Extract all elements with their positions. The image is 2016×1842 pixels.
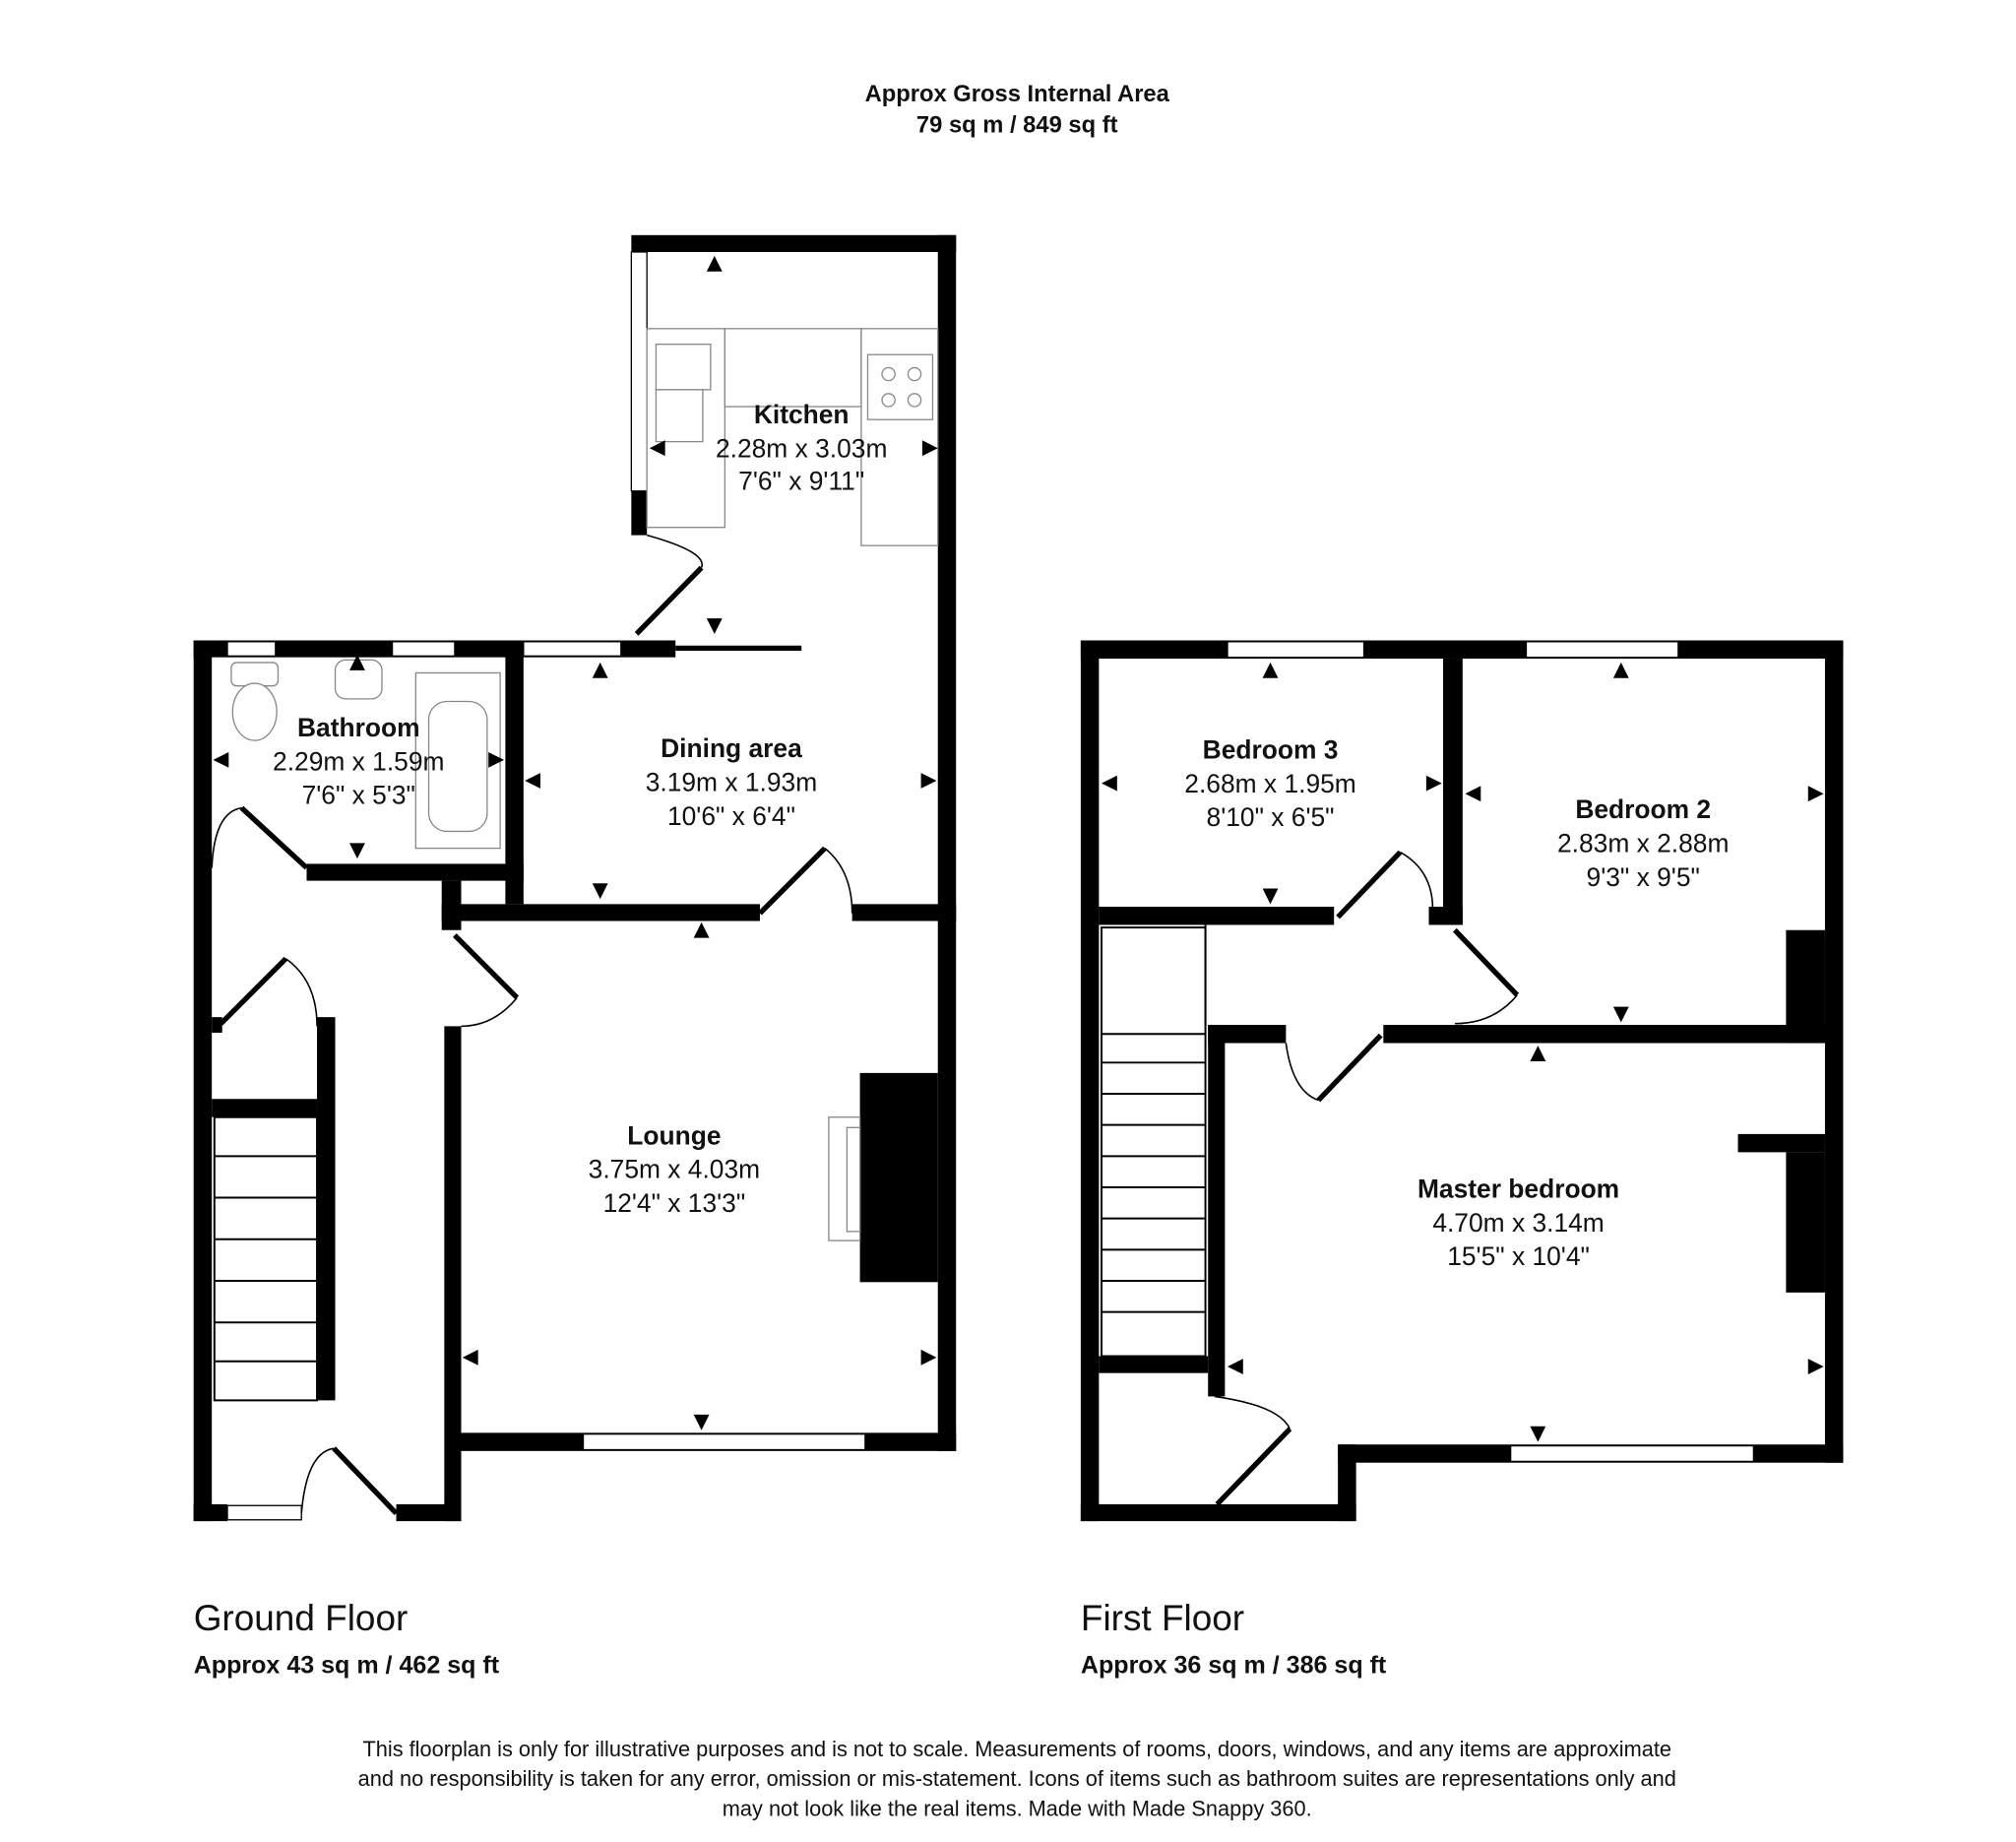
- room-name: Dining area: [661, 733, 802, 763]
- room-dining-area: Dining area 3.19m x 1.93m 10'6" x 6'4": [646, 733, 817, 831]
- disclaimer-line: This floorplan is only for illustrative …: [362, 1737, 1671, 1761]
- room-metric: 2.83m x 2.88m: [1557, 829, 1729, 858]
- room-name: Bedroom 3: [1203, 735, 1339, 765]
- dimension-arrow-icon: [1262, 888, 1279, 905]
- ground-floor-area: Approx 43 sq m / 462 sq ft: [194, 1651, 500, 1679]
- room-name: Bathroom: [297, 713, 420, 742]
- dimension-arrow-icon: [1612, 662, 1629, 678]
- dimension-arrow-icon: [592, 883, 608, 900]
- dimension-arrow-icon: [706, 618, 723, 634]
- room-metric: 4.70m x 3.14m: [1432, 1208, 1604, 1238]
- room-imperial: 7'6" x 9'11": [738, 466, 864, 495]
- room-imperial: 15'5" x 10'4": [1447, 1241, 1590, 1271]
- header-area: 79 sq m / 849 sq ft: [916, 112, 1118, 139]
- dimension-arrow-icon: [1262, 662, 1279, 678]
- room-metric: 2.29m x 1.59m: [273, 746, 444, 776]
- first-floor-area: Approx 36 sq m / 386 sq ft: [1081, 1651, 1387, 1679]
- header-title: Approx Gross Internal Area: [865, 81, 1170, 107]
- room-metric: 3.75m x 4.03m: [589, 1155, 760, 1184]
- dimension-arrow-icon: [1530, 1046, 1546, 1062]
- dimension-arrow-icon: [592, 662, 608, 678]
- room-imperial: 12'4" x 13'3": [603, 1188, 746, 1218]
- dimension-arrow-icon: [920, 1349, 937, 1366]
- room-name: Master bedroom: [1418, 1175, 1619, 1204]
- room-name: Lounge: [627, 1120, 721, 1150]
- ground-floor-title: Ground Floor: [194, 1598, 409, 1638]
- room-imperial: 8'10" x 6'5": [1207, 802, 1335, 832]
- dimension-arrow-icon: [920, 773, 937, 789]
- ground-floor-plan: [193, 234, 957, 1522]
- dimension-arrow-icon: [1530, 1426, 1546, 1442]
- first-floor-plan: [1080, 640, 1844, 1522]
- room-imperial: 10'6" x 6'4": [667, 801, 795, 831]
- room-master-bedroom: Master bedroom 4.70m x 3.14m 15'5" x 10'…: [1418, 1175, 1619, 1272]
- dimension-arrow-icon: [1465, 786, 1481, 802]
- room-bedroom-3: Bedroom 3 2.68m x 1.95m 8'10" x 6'5": [1184, 735, 1355, 833]
- dimension-arrow-icon: [649, 440, 665, 457]
- room-lounge: Lounge 3.75m x 4.03m 12'4" x 13'3": [589, 1120, 760, 1218]
- dimension-arrows: [213, 255, 1824, 1442]
- room-metric: 2.28m x 3.03m: [716, 433, 887, 463]
- room-metric: 2.68m x 1.95m: [1184, 769, 1355, 798]
- dimension-arrow-icon: [488, 751, 505, 768]
- dimension-arrow-icon: [525, 773, 540, 789]
- room-kitchen: Kitchen 2.28m x 3.03m 7'6" x 9'11": [716, 400, 887, 495]
- room-imperial: 7'6" x 5'3": [302, 781, 415, 810]
- disclaimer-line: may not look like the real items. Made w…: [723, 1797, 1312, 1821]
- dimension-arrow-icon: [693, 1414, 710, 1430]
- dimension-arrow-icon: [1612, 1006, 1629, 1023]
- dimension-arrow-icon: [706, 255, 723, 272]
- room-bedroom-2: Bedroom 2 2.83m x 2.88m 9'3" x 9'5": [1557, 794, 1729, 892]
- stairs-ground: [213, 1115, 319, 1402]
- first-floor-title: First Floor: [1081, 1598, 1244, 1638]
- room-bathroom: Bathroom 2.29m x 1.59m 7'6" x 5'3": [273, 713, 444, 810]
- disclaimer-line: and no responsibility is taken for any e…: [358, 1766, 1676, 1791]
- dimension-arrow-icon: [1227, 1359, 1243, 1374]
- room-metric: 3.19m x 1.93m: [646, 768, 817, 797]
- dimension-arrow-icon: [349, 843, 365, 859]
- room-imperial: 9'3" x 9'5": [1587, 862, 1700, 892]
- dimension-arrow-icon: [1425, 775, 1442, 792]
- dimension-arrow-icon: [1102, 775, 1117, 792]
- stairs-first: [1101, 924, 1207, 1358]
- dimension-arrow-icon: [1807, 786, 1824, 802]
- dimension-arrow-icon: [213, 751, 229, 768]
- dimension-arrow-icon: [462, 1349, 478, 1366]
- dimension-arrow-icon: [1807, 1359, 1824, 1374]
- room-name: Bedroom 2: [1575, 794, 1711, 824]
- dimension-arrow-icon: [349, 655, 365, 670]
- dimension-arrow-icon: [693, 921, 710, 938]
- room-name: Kitchen: [754, 400, 850, 429]
- dimension-arrow-icon: [921, 440, 938, 457]
